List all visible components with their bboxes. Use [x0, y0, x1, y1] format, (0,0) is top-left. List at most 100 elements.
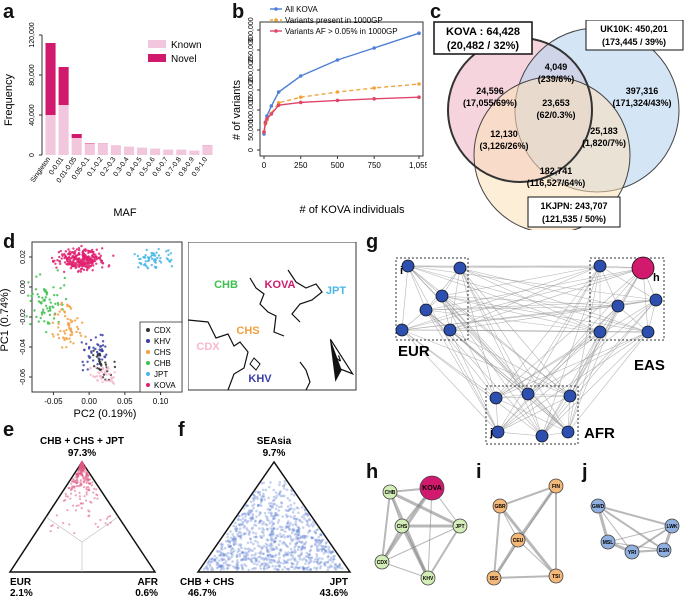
network-edge — [407, 265, 601, 333]
ternary-f-point — [277, 568, 280, 572]
ternary-f-point — [268, 533, 272, 536]
ternary-f-point — [241, 557, 245, 561]
ternary-f-point — [226, 535, 229, 539]
pca-point — [60, 346, 64, 349]
ternary-f-point — [254, 558, 258, 561]
ternary-f-point — [268, 521, 272, 525]
ternary-f-point — [292, 562, 295, 566]
network-edge — [427, 487, 433, 579]
pca-point — [80, 244, 83, 248]
pca-point — [82, 268, 86, 272]
ternary-e-point — [74, 494, 77, 497]
pca-point — [89, 264, 93, 267]
ternary-f-point — [314, 531, 317, 534]
population-node — [593, 259, 607, 273]
ternary-f-top: SEAsia — [257, 436, 292, 447]
pca-legend-marker — [146, 339, 150, 343]
pca-point — [66, 263, 69, 266]
ternary-f-point — [265, 523, 269, 527]
pca-point — [76, 325, 79, 329]
legend-label: Variants present in 1000GP — [285, 16, 383, 25]
venn-region-label: (17,055/69%) — [463, 98, 517, 108]
ternary-f-point — [260, 499, 263, 503]
ternary-f-point — [315, 545, 319, 549]
ternary-f-point — [306, 512, 310, 516]
pca-ytick-label: -0.06 — [20, 369, 27, 385]
pca-point — [68, 328, 72, 331]
ternary-f-point — [239, 544, 242, 548]
ternary-f-point — [254, 524, 258, 527]
pca-legend-label: CDX — [154, 326, 172, 335]
ternary-f-point — [259, 564, 262, 568]
venn-1kjpn-title: 1KJPN: 243,707 — [540, 201, 607, 211]
ternary-f-point — [285, 515, 289, 519]
bar-known — [84, 144, 95, 155]
ternary-e-point — [73, 532, 76, 535]
ternary-f-point — [271, 547, 275, 551]
network-edge — [427, 525, 461, 579]
ternary-f-point — [255, 559, 258, 562]
panel-label-g: g — [366, 231, 379, 253]
ternary-f-point — [235, 555, 239, 558]
ternary-e-point — [87, 515, 90, 518]
population-node — [521, 387, 535, 401]
map-label-chs: CHS — [236, 325, 259, 337]
network-edge — [527, 393, 569, 433]
pca-point — [91, 269, 94, 272]
box-h — [589, 257, 665, 341]
network-node — [664, 518, 680, 534]
population-node — [641, 325, 655, 339]
pca-point — [108, 372, 112, 376]
ternary-f-point — [318, 557, 321, 560]
ternary-f-point — [331, 560, 334, 564]
ternary-f-point — [324, 545, 327, 548]
pca-point — [99, 345, 102, 348]
ternary-e-point — [88, 510, 91, 513]
ternary-f-point — [264, 542, 268, 546]
ternary-f-point — [318, 562, 321, 565]
ternary-e-point — [83, 479, 86, 483]
ternary-f-point — [277, 493, 281, 496]
pca-point — [156, 256, 159, 260]
ternary-f-point — [315, 568, 318, 571]
population-node — [611, 299, 625, 313]
pca-point — [67, 322, 71, 326]
pca-point — [37, 295, 41, 299]
ternary-e-point — [80, 502, 83, 505]
ternary-f-point — [303, 542, 307, 546]
ternary-e-point — [80, 465, 83, 468]
ternary-e-point — [81, 502, 85, 505]
ternary-f-point — [326, 556, 330, 559]
network-node-label: LWK — [666, 524, 677, 530]
network-edge — [495, 331, 649, 399]
ternary-f-point — [240, 558, 244, 561]
ternary-f-point — [307, 524, 311, 528]
pca-point — [169, 252, 173, 255]
pca-point — [99, 254, 103, 258]
pca-point — [51, 333, 54, 336]
ternary-f-point — [256, 497, 259, 500]
ternary-f-point — [217, 564, 221, 568]
ternary-f-point — [209, 564, 212, 568]
ternary-f-point — [246, 557, 250, 560]
ternary-f-point — [311, 525, 315, 528]
ternary-f-point — [286, 522, 289, 525]
ternary-f-point — [221, 542, 224, 546]
ternary-f-point — [292, 527, 295, 531]
pca-point — [60, 308, 63, 311]
map-label-jpt: JPT — [326, 285, 346, 297]
ternary-f-point — [213, 558, 216, 561]
ternary-f-point — [290, 507, 293, 510]
pca-point — [106, 379, 109, 382]
ternary-f-point — [310, 536, 313, 539]
ternary-e-point — [80, 482, 83, 485]
ternary-f-point — [243, 556, 246, 560]
pca-point — [89, 338, 93, 342]
ternary-f-point — [317, 549, 320, 552]
line-point — [372, 46, 376, 50]
ternary-f-point — [272, 527, 276, 530]
ternary-f-point — [296, 534, 299, 537]
ternary-f-point — [261, 562, 264, 566]
pca-legend-box — [139, 321, 183, 393]
pca-legend-marker — [146, 361, 150, 365]
